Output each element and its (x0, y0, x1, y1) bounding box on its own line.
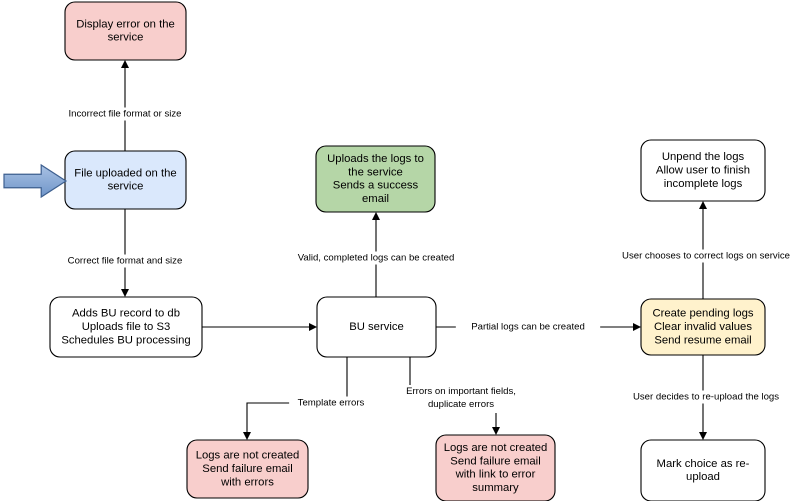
create-pending-logs-node-label: Clear invalid values (654, 321, 752, 333)
display-error-node-label: service (108, 32, 144, 44)
edge-template-errors-line (246, 357, 348, 434)
logs-not-created-with-errors-node-box[interactable] (186, 439, 309, 499)
edge-user-chooses-to-correct-logs: User chooses to correct logs on service (603, 201, 801, 299)
mark-choice-as-reupload-node-box[interactable] (640, 439, 766, 501)
edge-partial-logs-can-be-created-arrowhead (633, 323, 641, 331)
display-error-node[interactable]: Display error on the service (64, 1, 187, 61)
bu-service-node-box[interactable] (316, 296, 437, 358)
edge-partial-logs-can-be-created-label: Partial logs can be created (471, 322, 585, 333)
unpend-logs-node-label: Allow user to finish (656, 164, 750, 176)
create-pending-logs-node-box[interactable] (640, 298, 766, 356)
edge-user-decides-to-reupload: User decides to re-upload the logs (616, 355, 796, 440)
display-error-node-box[interactable] (64, 1, 187, 61)
display-error-node-label: Display error on the (76, 18, 175, 30)
edge-incorrect-file-format-label: Incorrect file format or size (68, 109, 181, 120)
entry-arrow-layer (3, 163, 68, 199)
edge-adds-bu-to-bu-service (202, 323, 317, 331)
edge-errors-on-important-fields-label: duplicate errors (428, 399, 494, 410)
entry-arrow-shape (3, 163, 68, 199)
unpend-logs-node-box[interactable] (640, 139, 766, 202)
edge-valid-completed-logs: Valid, completed logs can be created (281, 212, 471, 297)
edge-adds-bu-to-bu-service-arrowhead (309, 323, 317, 331)
file-uploaded-node-label: File uploaded on the (74, 167, 176, 179)
mark-choice-as-reupload-node[interactable]: Mark choice as re-upload (640, 439, 766, 501)
edge-incorrect-file-format-label-bg (47, 107, 203, 121)
entry-arrow (3, 163, 68, 199)
adds-bu-record-node-box[interactable] (49, 296, 203, 358)
edge-template-errors-arrowhead (243, 432, 251, 440)
uploads-logs-node-label: the service (348, 166, 403, 178)
bu-service-node-label: BU service (349, 321, 404, 333)
edge-errors-on-important-fields-arrowhead (492, 427, 500, 435)
adds-bu-record-node-label: Schedules BU processing (61, 334, 190, 346)
logs-not-created-error-summary-node-label: summary (472, 482, 519, 494)
edge-template-errors-label-bg (289, 396, 373, 410)
logs-not-created-error-summary-node-label: Send failure email (450, 455, 540, 467)
edge-partial-logs-can-be-created: Partial logs can be created (436, 320, 641, 334)
uploads-logs-node-label: email (362, 193, 389, 205)
unpend-logs-node-label: incomplete logs (664, 178, 743, 190)
edge-correct-file-format-arrowhead (121, 289, 129, 297)
edge-template-errors: Template errors (243, 357, 373, 440)
create-pending-logs-node-label: Create pending logs (652, 308, 753, 320)
edge-user-chooses-to-correct-logs-arrowhead (699, 201, 707, 209)
edge-valid-completed-logs-label: Valid, completed logs can be created (298, 253, 455, 264)
logs-not-created-with-errors-node-label: Logs are not created (196, 450, 300, 462)
logs-not-created-with-errors-node-label: with errors (220, 476, 274, 488)
edge-incorrect-file-format: Incorrect file format or size (47, 60, 203, 151)
edge-errors-on-important-fields-label-bg (388, 385, 534, 398)
edge-valid-completed-logs-label-bg (281, 251, 471, 265)
logs-not-created-error-summary-node-label: with link to error (455, 469, 536, 481)
logs-not-created-with-errors-node-label: Send failure email (202, 463, 292, 475)
edge-correct-file-format-label: Correct file format and size (68, 256, 183, 267)
mark-choice-as-reupload-node-label: Mark choice as re- (657, 458, 750, 470)
edge-errors-on-important-fields: Errors on important fields, duplicate err… (388, 357, 534, 435)
uploads-logs-node-box[interactable] (315, 145, 436, 213)
file-uploaded-node-label: service (108, 181, 144, 193)
edge-correct-file-format: Correct file format and size (50, 209, 200, 297)
edge-valid-completed-logs-arrowhead (372, 212, 380, 220)
edge-errors-on-important-fields-label: Errors on important fields, (406, 386, 516, 397)
edge-errors-on-important-fields-line (409, 357, 497, 429)
uploads-logs-node-label: Sends a success (333, 180, 419, 192)
edge-user-decides-to-reupload-label-bg (616, 390, 796, 404)
edge-user-chooses-to-correct-logs-label: User chooses to correct logs on service (622, 251, 790, 262)
edge-user-decides-to-reupload-arrowhead (699, 432, 707, 440)
logs-not-created-error-summary-node-box[interactable] (435, 434, 556, 501)
adds-bu-record-node-label: Uploads file to S3 (82, 321, 171, 333)
bu-service-node[interactable]: BU service (316, 296, 437, 358)
logs-not-created-error-summary-node-label: Logs are not created (444, 442, 548, 454)
edge-user-chooses-to-correct-logs-label-bg (603, 249, 801, 263)
unpend-logs-node-label: Unpend the logs (662, 151, 745, 163)
create-pending-logs-node-label: Send resume email (654, 334, 751, 346)
edge-incorrect-file-format-arrowhead (121, 60, 129, 68)
uploads-logs-node-label: Uploads the logs to (327, 153, 424, 165)
mark-choice-as-reupload-node-label: upload (686, 471, 720, 483)
adds-bu-record-node-label: Adds BU record to db (72, 308, 180, 320)
file-uploaded-node[interactable]: File uploaded on the service (64, 150, 187, 210)
edge-template-errors-label: Template errors (298, 398, 365, 409)
edge-partial-logs-can-be-created-label-bg (455, 320, 601, 334)
edge-user-decides-to-reupload-label: User decides to re-upload the logs (633, 392, 779, 403)
edge-correct-file-format-label-bg (50, 254, 200, 268)
edge-errors-on-important-fields-label-bg (416, 398, 506, 411)
